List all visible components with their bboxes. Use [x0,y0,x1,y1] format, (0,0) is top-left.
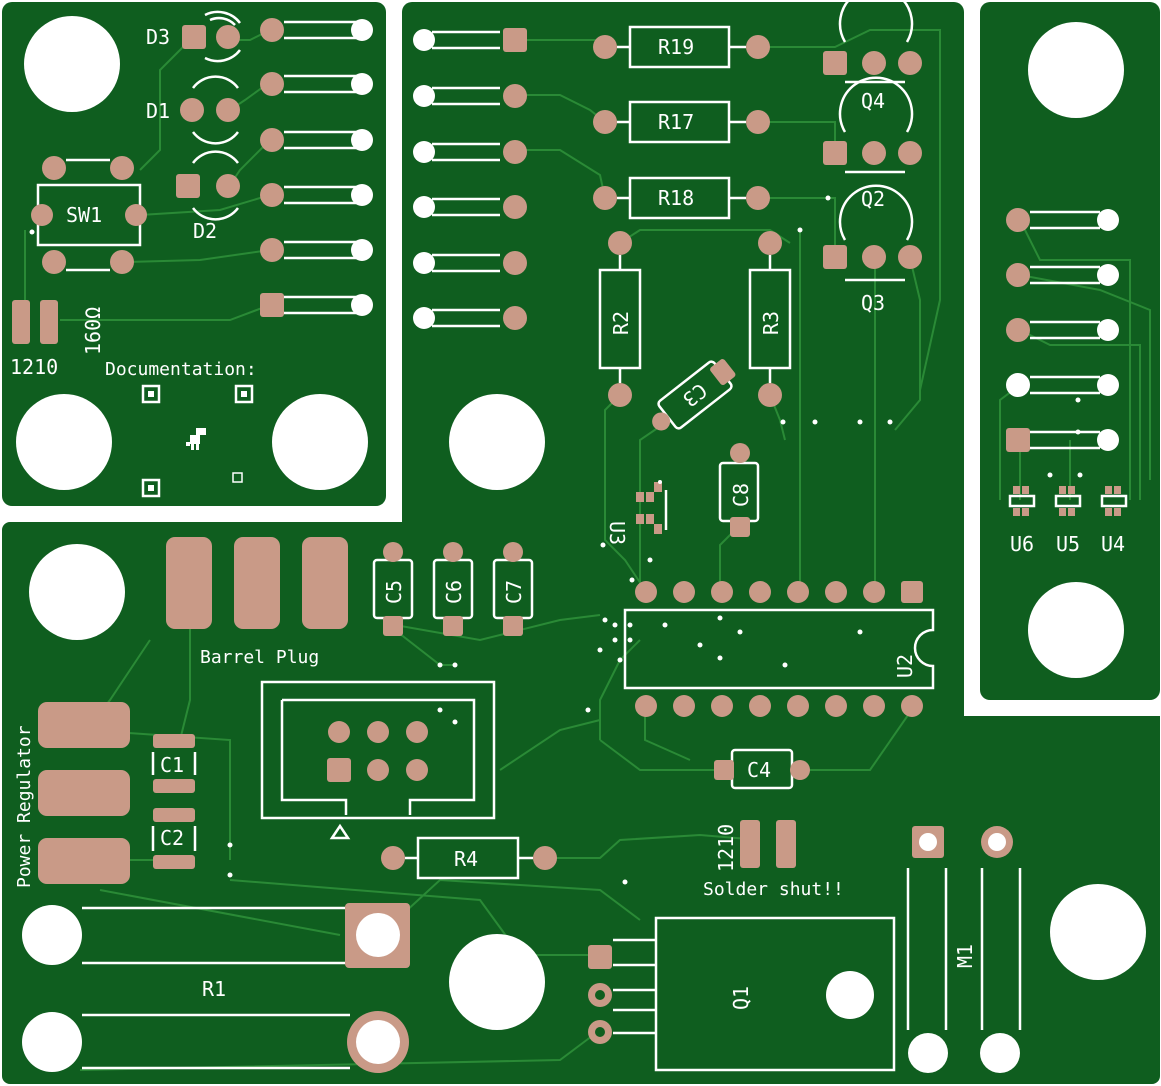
label-1210-a: 1210 [10,355,58,379]
label-c1: C1 [160,753,184,777]
label-u3: U3 [605,521,629,545]
power-regulator: Power Regulator [14,702,130,888]
capacitor-c3: C3 [652,359,736,431]
label-q3: Q3 [861,291,885,315]
label-u4: U4 [1101,532,1125,556]
label-r19: R19 [658,35,694,59]
label-q4: Q4 [861,89,885,113]
label-c7: C7 [502,580,526,604]
vias [29,195,1083,885]
resistor-r2: R2 [598,231,642,407]
ic-u3: U3 [605,480,668,545]
led-d2: D2 [176,150,240,243]
label-sw1: SW1 [66,203,102,227]
label-u6: U6 [1010,532,1034,556]
barrel-plug: Barrel Plug [166,537,348,668]
ic-u2: U2 [623,581,935,717]
mounting-holes [16,16,1146,1030]
label-r3: R3 [759,311,783,335]
resistor-r3: R3 [748,231,792,407]
label-solder-shut: Solder shut!! [703,879,844,900]
transistor-q2: Q2 [823,76,922,211]
label-c4: C4 [747,758,771,782]
transistor-q4: Q4 [823,0,922,113]
right-pin-header [1006,208,1119,452]
label-d2: D2 [193,219,217,243]
label-1210-b: 1210 [714,824,738,872]
capacitor-c5: C5 [372,542,414,636]
documentation-area: Documentation: [105,359,257,498]
label-r4: R4 [454,847,478,871]
label-160ohm: 160Ω [81,307,105,355]
switch-sw1: SW1 [31,156,147,274]
label-c6: C6 [442,580,466,604]
label-r18: R18 [658,186,694,210]
resistor-r19: R19 [593,25,770,69]
mouse-bites [49,87,1147,715]
label-r17: R17 [658,110,694,134]
capacitor-c7: C7 [492,542,534,636]
motor-m1: M1 [906,826,1022,1073]
resistor-160ohm-1210: 1210 160Ω [10,300,105,379]
resistor-r18: R18 [593,176,770,220]
capacitor-c1: C1 [151,734,197,793]
label-u2: U2 [893,654,917,678]
transistor-q3: Q3 [823,184,922,315]
middle-pin-header [413,28,527,330]
led-d3: D3 [146,10,241,63]
isp-header-2x3 [260,680,496,840]
label-power-regulator: Power Regulator [14,725,35,888]
label-barrel-plug: Barrel Plug [200,647,319,668]
label-c5: C5 [382,580,406,604]
solder-jumper-1210: 1210 Solder shut!! [703,820,844,900]
capacitor-c6: C6 [432,542,474,636]
label-d1: D1 [146,99,170,123]
resistor-r1: R1 [22,903,410,1073]
capacitor-c4: C4 [714,748,810,790]
label-m1: M1 [953,944,977,968]
left-pin-header [260,18,373,317]
label-c2: C2 [160,826,184,850]
label-c8: C8 [729,483,753,507]
capacitor-c8: C8 [718,443,760,537]
ic-u6-u5-u4: U6 U5 U4 [1008,486,1128,556]
label-q1: Q1 [729,986,753,1010]
label-d3: D3 [146,25,170,49]
label-r1: R1 [202,977,226,1001]
capacitor-c2: C2 [151,808,197,869]
led-d1: D1 [146,75,240,145]
dino-icon [186,428,206,450]
label-u5: U5 [1056,532,1080,556]
label-documentation: Documentation: [105,359,257,380]
transistor-q1: Q1 [588,916,896,1072]
resistor-r4: R4 [381,836,557,880]
label-r2: R2 [609,311,633,335]
resistor-r17: R17 [593,100,770,144]
label-q2: Q2 [861,187,885,211]
